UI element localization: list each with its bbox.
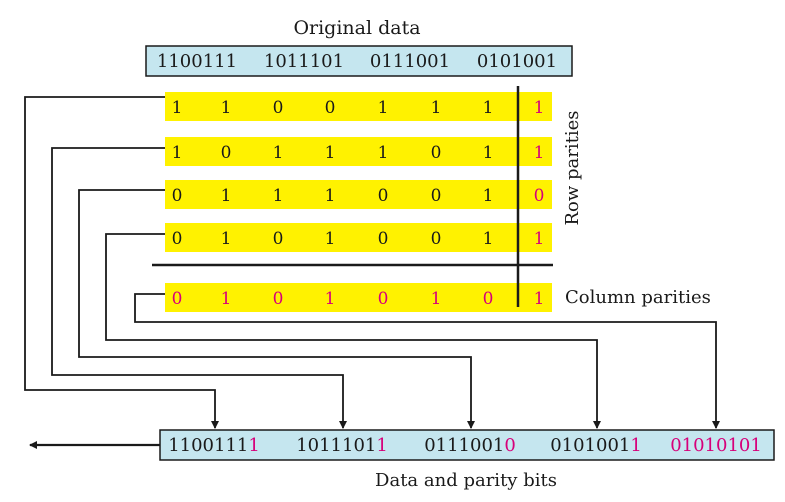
output-data-box xyxy=(159,429,775,461)
bit: 1 xyxy=(273,186,284,206)
original-data-box xyxy=(145,45,573,77)
bit: 1 xyxy=(431,98,442,118)
bit: 0 xyxy=(172,229,183,249)
bit: 1 xyxy=(483,143,494,163)
original-word: 0111001 xyxy=(370,51,450,72)
column-parity-bit: 0 xyxy=(172,289,183,309)
row-parity-bit: 1 xyxy=(534,98,545,118)
bit: 1 xyxy=(221,98,232,118)
bit: 1 xyxy=(325,143,336,163)
original-word: 0101001 xyxy=(477,51,557,72)
original-word: 1011101 xyxy=(264,51,344,72)
bit: 0 xyxy=(221,143,232,163)
overall-parity-bit: 1 xyxy=(534,289,545,309)
output-word-data: 0111001 xyxy=(424,435,504,456)
bit: 1 xyxy=(378,98,389,118)
bit: 0 xyxy=(431,186,442,206)
bit: 0 xyxy=(378,229,389,249)
output-word-data: 1011101 xyxy=(296,435,376,456)
column-parities-label: Column parities xyxy=(565,287,711,308)
row3-connector-arrow xyxy=(78,189,475,429)
bit: 1 xyxy=(273,143,284,163)
row-band xyxy=(165,223,552,252)
row2-connector-arrow xyxy=(51,147,347,429)
output-label: Data and parity bits xyxy=(375,470,557,491)
row-band xyxy=(165,137,552,166)
row1-connector-arrow xyxy=(24,96,219,429)
row-parity-bit: 0 xyxy=(534,186,545,206)
column-parity-band xyxy=(165,283,552,312)
output-word: 01010011 xyxy=(550,435,642,456)
output-word: 01110010 xyxy=(424,435,516,456)
column-parity-bit: 0 xyxy=(378,289,389,309)
bit: 0 xyxy=(431,229,442,249)
output-word: 10111011 xyxy=(296,435,388,456)
bit: 0 xyxy=(325,98,336,118)
output-word-data: 1100111 xyxy=(168,435,248,456)
row-parity-bit: 1 xyxy=(534,229,545,249)
bit: 0 xyxy=(273,229,284,249)
row-parity-bit: 1 xyxy=(534,143,545,163)
column-parity-bit: 0 xyxy=(483,289,494,309)
column-parity-bit: 1 xyxy=(325,289,336,309)
output-word-parity: 1 xyxy=(630,435,641,456)
row4-connector-arrow xyxy=(105,233,601,429)
bit: 1 xyxy=(221,186,232,206)
bit: 1 xyxy=(483,186,494,206)
column-parity-bit: 0 xyxy=(273,289,284,309)
original-data-title: Original data xyxy=(293,17,420,39)
row-band xyxy=(165,92,552,121)
bit: 1 xyxy=(325,229,336,249)
bit: 1 xyxy=(483,98,494,118)
bit: 1 xyxy=(325,186,336,206)
output-word-parity: 01010101 xyxy=(670,435,762,456)
output-word-parity: 0 xyxy=(504,435,515,456)
bit: 1 xyxy=(172,98,183,118)
bit: 0 xyxy=(172,186,183,206)
output-word-parity: 1 xyxy=(248,435,259,456)
bit: 1 xyxy=(221,229,232,249)
original-word: 1100111 xyxy=(157,51,237,72)
bit: 0 xyxy=(273,98,284,118)
row-parities-label: Row parities xyxy=(562,110,583,225)
column-parity-connector-arrow xyxy=(134,293,720,429)
bit: 1 xyxy=(483,229,494,249)
row-band xyxy=(165,180,552,209)
bit: 0 xyxy=(431,143,442,163)
output-word-parity: 1 xyxy=(376,435,387,456)
output-word: 11001111 xyxy=(168,435,260,456)
bit: 1 xyxy=(378,143,389,163)
bit: 1 xyxy=(172,143,183,163)
output-word: 01010101 xyxy=(670,435,762,456)
column-parity-bit: 1 xyxy=(221,289,232,309)
bit: 0 xyxy=(378,186,389,206)
column-parity-bit: 1 xyxy=(431,289,442,309)
output-word-data: 0101001 xyxy=(550,435,630,456)
